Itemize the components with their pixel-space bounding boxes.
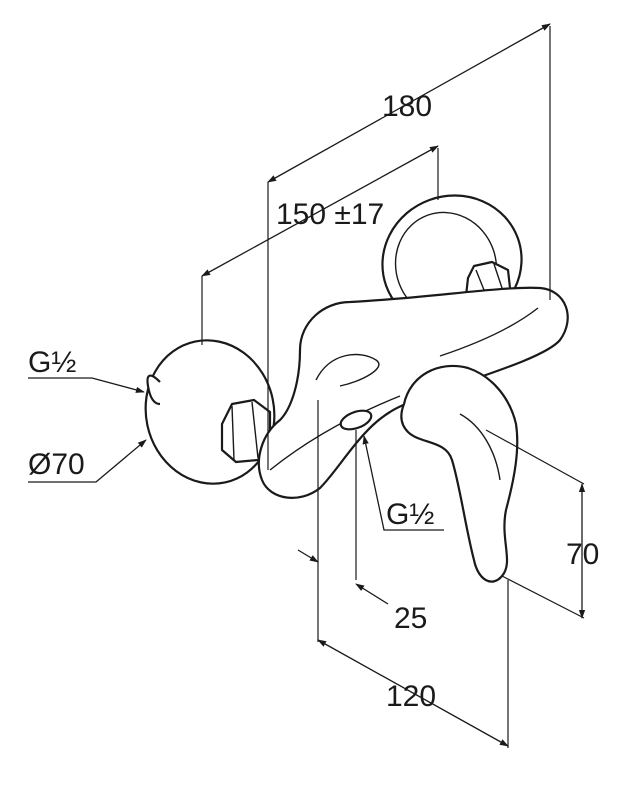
- dim-70: 70: [485, 429, 599, 619]
- outlet-thread: [339, 409, 373, 431]
- mixer-lever: [400, 364, 519, 583]
- dim-70-label: 70: [566, 538, 599, 571]
- dim-150-label: 150 ±17: [276, 198, 384, 231]
- dim-180-label: 180: [382, 90, 432, 123]
- leader-rosette-diameter: Ø70: [28, 439, 147, 483]
- dim-25-label: 25: [394, 602, 427, 635]
- dim-150: 150 ±17: [201, 145, 439, 345]
- outlet-thread-label: G½: [386, 498, 434, 531]
- leader-inlet-thread: G½: [28, 346, 145, 393]
- leader-outlet-thread: G½: [362, 435, 444, 531]
- dim-25: 25: [297, 400, 427, 642]
- inlet-thread-label: G½: [28, 346, 76, 379]
- dim-120: 120: [317, 580, 509, 748]
- dim-120-label: 120: [386, 680, 436, 713]
- rosette-diameter-label: Ø70: [28, 448, 85, 481]
